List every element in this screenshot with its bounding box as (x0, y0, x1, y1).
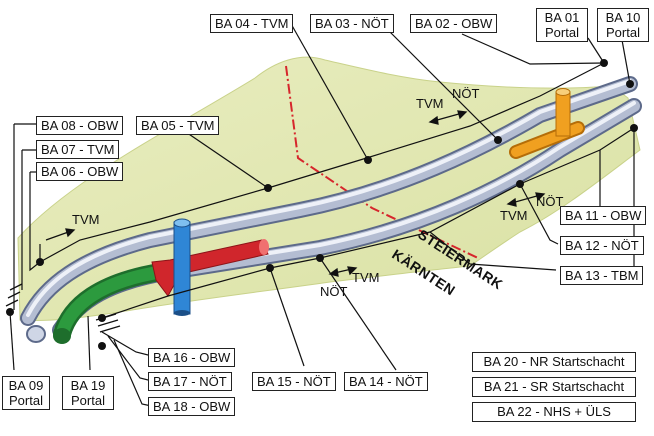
orange-shaft (555, 91, 571, 137)
direction-label-tvm-mid: TVM (352, 270, 380, 285)
direction-arrows (45, 110, 546, 277)
label-ba13: BA 13 - TBM (560, 266, 644, 285)
label-ba08: BA 08 - OBW (36, 116, 124, 135)
legend-ba22: BA 22 - NHS + ÜLS (472, 402, 636, 422)
label-ba04: BA 04 - TVM (210, 14, 294, 33)
direction-label-tvm-top: TVM (416, 96, 444, 111)
legend-ba21: BA 21 - SR Startschacht (472, 377, 636, 397)
junction-dots (6, 59, 638, 350)
direction-label-not-right: NÖT (536, 194, 564, 209)
label-ba18: BA 18 - OBW (148, 397, 236, 416)
label-ba03: BA 03 - NÖT (310, 14, 394, 33)
label-ba02: BA 02 - OBW (410, 14, 498, 33)
label-ba12: BA 12 - NÖT (560, 236, 644, 255)
label-ba17: BA 17 - NÖT (148, 372, 232, 391)
direction-label-tvm-right: TVM (500, 208, 528, 223)
label-ba16: BA 16 - OBW (148, 348, 236, 367)
blue-shaft (173, 221, 191, 315)
direction-label-tvm-left: TVM (72, 212, 100, 227)
legend-ba20: BA 20 - NR Startschacht (472, 352, 636, 372)
direction-label-not-top: NÖT (452, 86, 480, 101)
leader-lines (9, 21, 635, 408)
label-ba06: BA 06 - OBW (36, 162, 124, 181)
label-ba07: BA 07 - TVM (36, 140, 120, 159)
label-ba15: BA 15 - NÖT (252, 372, 336, 391)
label-ba05: BA 05 - TVM (136, 116, 220, 135)
direction-label-not-mid: NÖT (320, 284, 348, 299)
label-ba14: BA 14 - NÖT (344, 372, 428, 391)
label-ba11: BA 11 - OBW (560, 206, 647, 225)
